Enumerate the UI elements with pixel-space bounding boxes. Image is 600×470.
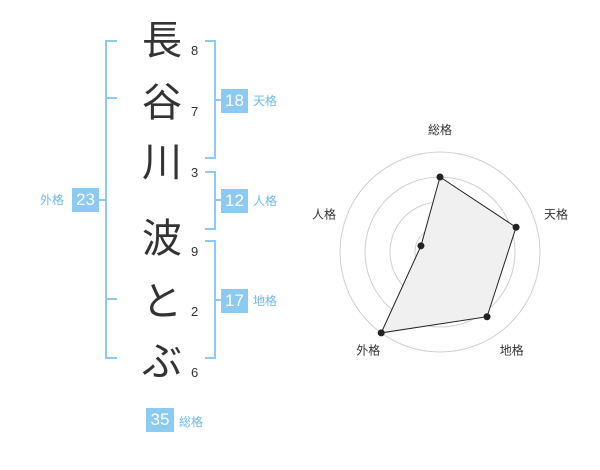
name-char-1: 長 <box>142 18 182 64</box>
chikaku-badge: 17 <box>221 289 248 313</box>
radar-point-2 <box>512 223 520 231</box>
soukaku-badge: 35 <box>146 408 174 432</box>
name-char-5: と <box>142 279 182 325</box>
stroke-count-6: 6 <box>191 365 199 380</box>
radar-ring <box>339 151 541 353</box>
stroke-count-2: 7 <box>191 104 199 119</box>
stroke-count-3: 3 <box>191 165 199 180</box>
jinkaku-badge: 12 <box>221 189 248 213</box>
stroke-count-4: 9 <box>191 244 199 259</box>
stroke-count-5: 2 <box>191 304 199 319</box>
tenkaku-bracket <box>205 40 216 159</box>
chikaku-bracket <box>205 240 216 359</box>
radar-point-5 <box>417 242 425 250</box>
tenkaku-label: 天格 <box>253 94 278 108</box>
radar-series-area <box>380 176 517 334</box>
name-char-4: 波 <box>142 216 182 262</box>
radar-axis-label-4: 外格 <box>356 343 380 358</box>
name-char-3: 川 <box>142 140 182 186</box>
jinkaku-label: 人格 <box>253 194 278 208</box>
radar-axis-label-3: 地格 <box>500 343 524 358</box>
name-char-6: ぶ <box>142 339 182 385</box>
stroke-count-1: 8 <box>191 43 199 58</box>
gaikaku-label: 外格 <box>40 193 65 207</box>
radar-axis-label-5: 人格 <box>312 206 336 221</box>
name-char-2: 谷 <box>142 80 182 126</box>
radar-axis-label-1: 総格 <box>428 122 452 137</box>
jinkaku-bracket <box>205 171 216 230</box>
radar-point-4 <box>377 329 385 337</box>
chikaku-label: 地格 <box>253 294 278 308</box>
tenkaku-badge: 18 <box>221 89 248 113</box>
soukaku-label: 総格 <box>179 415 204 429</box>
gaikaku-bracket <box>105 40 117 359</box>
radar-point-3 <box>483 313 491 321</box>
gaikaku-badge: 23 <box>72 188 99 212</box>
radar-axis-label-2: 天格 <box>544 206 568 221</box>
radar-point-1 <box>436 173 444 181</box>
